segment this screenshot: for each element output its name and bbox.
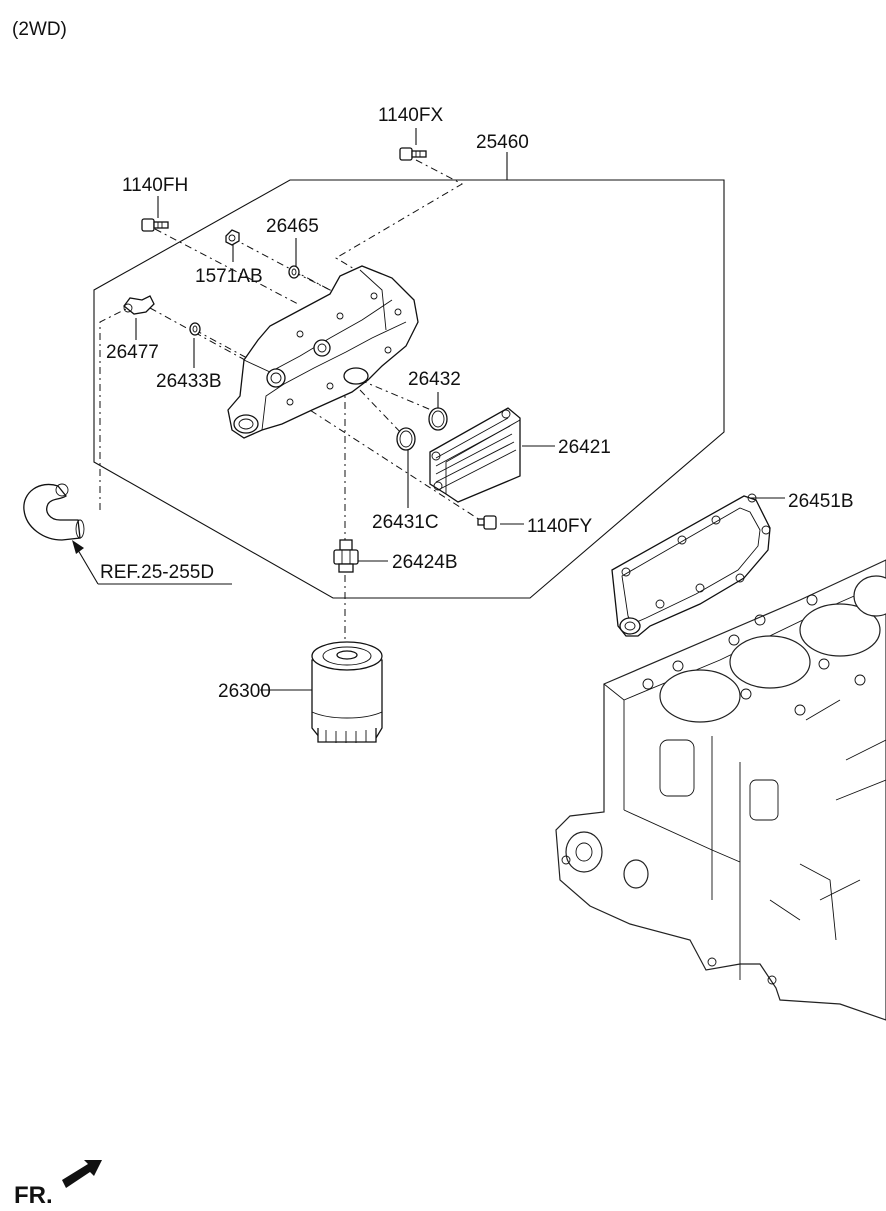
coolant-hose-icon	[23, 483, 85, 541]
bolt-1140fy-icon	[477, 515, 497, 530]
label-26451b: 26451B	[788, 491, 854, 512]
engine-block-icon	[555, 559, 886, 1021]
bolt-1140fx-icon	[399, 147, 427, 161]
label-25460: 25460	[476, 132, 529, 153]
label-1571ab: 1571AB	[195, 266, 263, 287]
label-26432: 26432	[408, 369, 461, 390]
label-reference: REF.25-255D	[100, 562, 214, 583]
oil-cooler-icon	[429, 407, 521, 503]
label-1140fx: 1140FX	[378, 105, 443, 126]
label-26465: 26465	[266, 216, 319, 237]
nut-1571ab-icon	[225, 229, 240, 246]
label-1140fh: 1140FH	[122, 175, 188, 196]
label-26477: 26477	[106, 342, 159, 363]
bolt-1140fh-icon	[141, 218, 169, 232]
label-26431c: 26431C	[372, 512, 439, 533]
oring-26431c-icon	[396, 427, 416, 451]
oil-filter-icon	[311, 641, 383, 743]
label-26300: 26300	[218, 681, 271, 702]
gasket-icon	[611, 493, 771, 637]
label-26433b: 26433B	[156, 371, 222, 392]
label-26424b: 26424B	[392, 552, 458, 573]
front-arrow-icon	[62, 1160, 102, 1188]
leader-lines	[98, 128, 785, 691]
reference-arrow-icon	[72, 540, 99, 585]
washer-26465-icon	[288, 265, 300, 279]
nipple-26477-icon	[123, 295, 155, 315]
washer-26433b-icon	[189, 322, 201, 336]
fitting-26424b-icon	[333, 539, 359, 573]
oring-26432-icon	[428, 407, 448, 431]
front-label: FR.	[14, 1182, 53, 1209]
label-1140fy: 1140FY	[527, 516, 592, 537]
assembly-boundary	[93, 179, 725, 599]
assembly-dash-lines	[99, 159, 481, 648]
label-26421: 26421	[558, 437, 611, 458]
variant-label: (2WD)	[12, 19, 67, 40]
oil-filter-housing-icon	[227, 265, 419, 439]
